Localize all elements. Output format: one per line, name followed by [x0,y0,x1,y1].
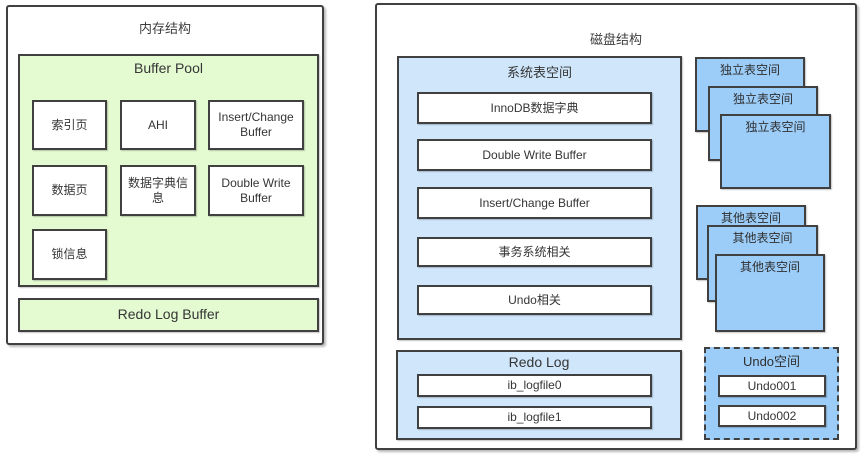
undo-space-container: Undo空间 Undo001 Undo002 [704,347,839,440]
undo-space-row-undo001: Undo001 [718,375,826,397]
undo-space-title: Undo空间 [742,354,801,369]
other-tablespace-2-label: 其他表空间 [732,231,793,245]
file-per-table-tablespace-3-label: 独立表空间 [745,120,806,134]
buffer-pool-cell-lock-info: 锁信息 [32,229,107,280]
buffer-pool-cell-data-dictionary-info: 数据字典信息 [120,165,196,216]
redo-log-row-ib-logfile0: ib_logfile0 [417,374,652,397]
redo-log-container: Redo Log ib_logfile0 ib_logfile1 [396,350,682,440]
system-tablespace-row-insert-change-buffer: Insert/Change Buffer [417,187,652,219]
buffer-pool-cell-ahi: AHI [120,100,196,150]
buffer-pool-cell-index-page: 索引页 [32,100,107,150]
system-tablespace-row-innodb-data-dictionary: InnoDB数据字典 [417,92,652,124]
redo-log-buffer-bar: Redo Log Buffer [18,298,319,332]
buffer-pool-container: Buffer Pool 索引页 AHI Insert/Change Buffer… [18,54,319,287]
disk-structure-title: 磁盘结构 [589,32,642,47]
file-per-table-tablespace-1-label: 独立表空间 [719,63,780,77]
system-tablespace-row-transaction-system: 事务系统相关 [417,237,652,267]
system-tablespace-container: 系统表空间 InnoDB数据字典 Double Write Buffer Ins… [397,56,682,340]
other-tablespace-3: 其他表空间 [715,254,825,332]
buffer-pool-cell-insert-change-buffer: Insert/Change Buffer [208,100,304,150]
memory-structure-title: 内存结构 [138,21,191,36]
undo-space-row-undo002: Undo002 [718,405,826,427]
memory-structure-container: 内存结构 Buffer Pool 索引页 AHI Insert/Change B… [6,5,324,345]
system-tablespace-row-double-write-buffer: Double Write Buffer [417,139,652,171]
buffer-pool-cell-data-page: 数据页 [32,165,107,216]
disk-structure-container: 磁盘结构 系统表空间 InnoDB数据字典 Double Write Buffe… [375,3,857,450]
file-per-table-tablespace-3: 独立表空间 [720,114,831,189]
redo-log-row-ib-logfile1: ib_logfile1 [417,406,652,429]
other-tablespace-1-label: 其他表空间 [720,211,781,225]
other-tablespace-3-label: 其他表空间 [739,260,800,274]
system-tablespace-title: 系统表空间 [506,65,572,80]
redo-log-title: Redo Log [508,354,570,370]
buffer-pool-title: Buffer Pool [133,60,203,76]
file-per-table-tablespace-2-label: 独立表空间 [732,92,793,106]
buffer-pool-cell-double-write-buffer: Double Write Buffer [208,165,304,216]
system-tablespace-row-undo-related: Undo相关 [417,285,652,315]
